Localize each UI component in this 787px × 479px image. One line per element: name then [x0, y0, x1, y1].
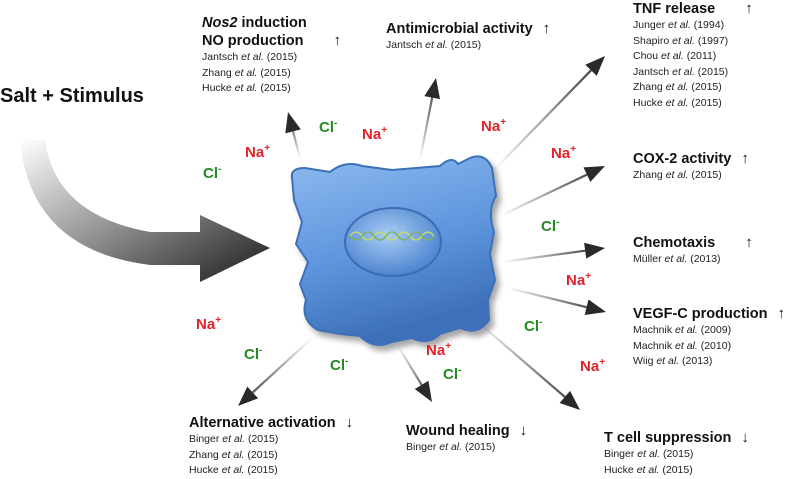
- arrow-cox2: [499, 166, 605, 217]
- reference: Machnik et al. (2009): [633, 324, 732, 336]
- reference-list: Junger et al. (1994) Shapiro et al. (1997…: [633, 18, 753, 111]
- outcome-chemotaxis: Chemotaxis↑ Müller et al. (2013): [633, 234, 753, 268]
- reference: Jantsch et al. (2015): [386, 39, 482, 51]
- reference: Zhang et al. (2015): [633, 169, 722, 181]
- stimulus-arrow: [20, 140, 270, 282]
- reference: Müller et al. (2013): [633, 253, 721, 265]
- chloride-ion: Cl-: [244, 345, 263, 364]
- reference: Hucke et al. (2015): [202, 82, 291, 94]
- outcome-title: VEGF-C production↑: [633, 305, 786, 322]
- reference: Junger et al. (1994): [633, 19, 725, 31]
- reference: Chou et al. (2011): [633, 50, 717, 62]
- reference-list: Binger et al. (2015) Hucke et al. (2015): [604, 447, 749, 478]
- stimulus-label: Salt + Stimulus: [0, 85, 144, 107]
- outcome-title: Alternative activation↓: [189, 414, 354, 431]
- reference: Hucke et al. (2015): [633, 96, 722, 109]
- down-arrow-icon: ↓: [345, 414, 354, 431]
- sodium-ion: Na+: [481, 117, 507, 136]
- reference: Zhang et al. (2015): [202, 66, 291, 79]
- chloride-ion: Cl-: [203, 164, 222, 183]
- chloride-ion: Cl-: [330, 356, 349, 375]
- reference: Zhang et al. (2015): [189, 448, 278, 461]
- reference-list: Binger et al. (2015): [406, 440, 527, 456]
- down-arrow-icon: ↓: [741, 429, 749, 446]
- outcome-nos2-induction: Nos2 induction NO production↑ Jantsch et…: [202, 14, 341, 97]
- arrow-alternative: [238, 337, 313, 406]
- outcome-title: TNF release↑: [633, 0, 753, 17]
- effect-arrows: [238, 56, 606, 410]
- outcome-wound-healing: Wound healing↓ Binger et al. (2015): [406, 422, 527, 456]
- sodium-ion: Na+: [362, 125, 388, 144]
- outcome-title: Chemotaxis↑: [633, 234, 753, 251]
- macrophage-cell-icon: [290, 155, 498, 346]
- outcome-cox2: COX-2 activity↑ Zhang et al. (2015): [633, 150, 749, 184]
- reference: Machnik et al. (2010): [633, 339, 732, 352]
- reference: Shapiro et al. (1997): [633, 34, 729, 47]
- arrow-nos2: [285, 112, 302, 159]
- reference: Jantsch et al. (2015): [633, 65, 729, 78]
- chloride-ion: Cl-: [541, 217, 560, 236]
- outcome-title: Wound healing↓: [406, 422, 528, 439]
- outcome-tnf-release: TNF release↑ Junger et al. (1994) Shapiro…: [633, 0, 753, 111]
- reference: Wiig et al. (2013): [633, 355, 713, 367]
- reference: Binger et al. (2015): [406, 441, 496, 453]
- up-arrow-icon: ↑: [542, 20, 551, 37]
- reference: Zhang et al. (2015): [633, 81, 722, 93]
- outcome-antimicrobial: Antimicrobial activity↑ Jantsch et al. (…: [386, 20, 550, 54]
- arrow-tcell: [477, 321, 580, 410]
- reference-list: Binger et al. (2015) Zhang et al. (2015) H…: [189, 432, 353, 479]
- up-arrow-icon: ↑: [745, 0, 753, 17]
- arrow-antimicrobial: [418, 78, 441, 161]
- reference-list: Zhang et al. (2015): [633, 168, 749, 184]
- arrow-chemotaxis: [501, 242, 605, 264]
- sodium-ion: Na+: [566, 271, 592, 290]
- arrow-wound: [397, 345, 432, 402]
- sodium-ion: Na+: [245, 143, 271, 162]
- reference: Binger et al. (2015): [189, 433, 279, 445]
- sodium-ion: Na+: [196, 315, 222, 334]
- sodium-ion: Na+: [426, 341, 452, 360]
- arrow-tnf: [493, 56, 605, 171]
- reference-list: Müller et al. (2013): [633, 252, 753, 268]
- sodium-ion: Na+: [580, 357, 606, 376]
- reference-list: Jantsch et al. (2015): [386, 38, 550, 54]
- outcome-t-cell-suppression: T cell suppression↓ Binger et al. (2015)…: [604, 429, 749, 478]
- sodium-ion: Na+: [551, 144, 577, 163]
- up-arrow-icon: ↑: [745, 234, 753, 251]
- reference-list: Jantsch et al. (2015) Zhang et al. (2015)…: [202, 50, 341, 97]
- up-arrow-icon: ↑: [777, 305, 786, 322]
- outcome-title-line2: NO production↑: [202, 32, 342, 49]
- outcome-vegfc: VEGF-C production↑ Machnik et al. (2009)…: [633, 305, 785, 370]
- chloride-ion: Cl-: [524, 317, 543, 336]
- outcome-title: Nos2 induction: [202, 15, 307, 31]
- outcome-title: T cell suppression↓: [604, 429, 749, 446]
- up-arrow-icon: ↑: [741, 150, 749, 167]
- reference: Hucke et al. (2015): [604, 463, 693, 476]
- outcome-alternative-activation: Alternative activation↓ Binger et al. (2…: [189, 414, 353, 479]
- outcome-title: COX-2 activity↑: [633, 150, 749, 167]
- up-arrow-icon: ↑: [333, 32, 342, 49]
- arrow-vegfc: [507, 286, 606, 316]
- chloride-ion: Cl-: [443, 365, 462, 384]
- reference-list: Machnik et al. (2009) Machnik et al. (201…: [633, 323, 785, 370]
- reference: Hucke et al. (2015): [189, 464, 278, 476]
- reference: Binger et al. (2015): [604, 448, 694, 460]
- outcome-title: Antimicrobial activity↑: [386, 20, 551, 37]
- down-arrow-icon: ↓: [519, 422, 528, 439]
- reference: Jantsch et al. (2015): [202, 51, 298, 63]
- chloride-ion: Cl-: [319, 118, 338, 137]
